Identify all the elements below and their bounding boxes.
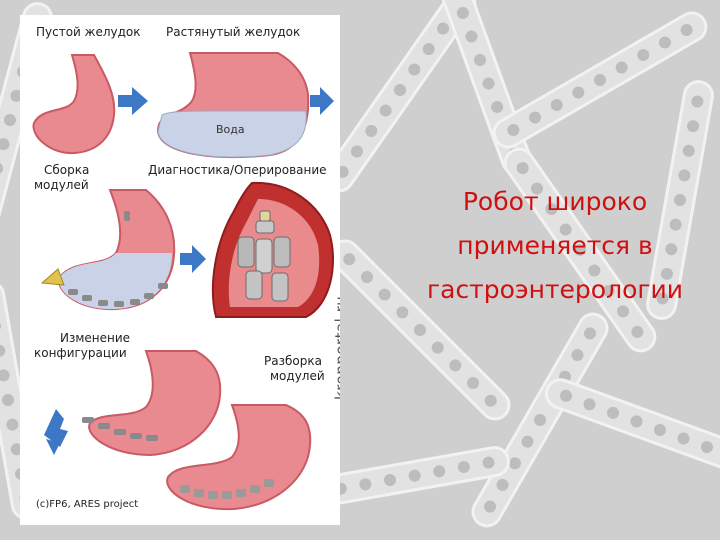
slide-headline: Робот широко применяется в гастроэнтерол…: [390, 180, 720, 312]
headline-line-2: применяется в: [390, 224, 720, 268]
empty-stomach: [33, 55, 114, 153]
process-arrow: [180, 245, 206, 273]
label-diagnostics: Диагностика/Оперирование: [148, 163, 327, 177]
label-disassembly-line1: Разборка: [264, 354, 322, 368]
process-arrow: [310, 87, 334, 115]
assembly-water: [59, 253, 172, 309]
beam-shape: [542, 376, 720, 484]
label-assembly-line1: Сборка: [44, 163, 89, 177]
label-reconfiguration-line2: конфигурации: [34, 346, 127, 360]
site-watermark: kronportal.ru: [332, 296, 340, 400]
label-stretched-stomach: Растянутый желудок: [166, 25, 300, 39]
capsule-funnel-icon: [42, 269, 64, 285]
label-empty-stomach: Пустой желудок: [36, 25, 141, 39]
headline-line-1: Робот широко: [390, 180, 720, 224]
process-arrow: [118, 87, 148, 115]
figure-credit: (c)FP6, ARES project: [36, 499, 138, 510]
headline-line-3: гастроэнтерологии: [390, 268, 720, 312]
label-assembly-line2: модулей: [34, 178, 89, 192]
figure-drawing: [20, 15, 340, 525]
label-disassembly-line2: модулей: [270, 369, 325, 383]
label-water: Вода: [216, 123, 245, 137]
stomach-robot-figure: Пустой желудок Растянутый желудок Вода С…: [20, 15, 340, 525]
label-reconfiguration-line1: Изменение: [60, 331, 130, 345]
